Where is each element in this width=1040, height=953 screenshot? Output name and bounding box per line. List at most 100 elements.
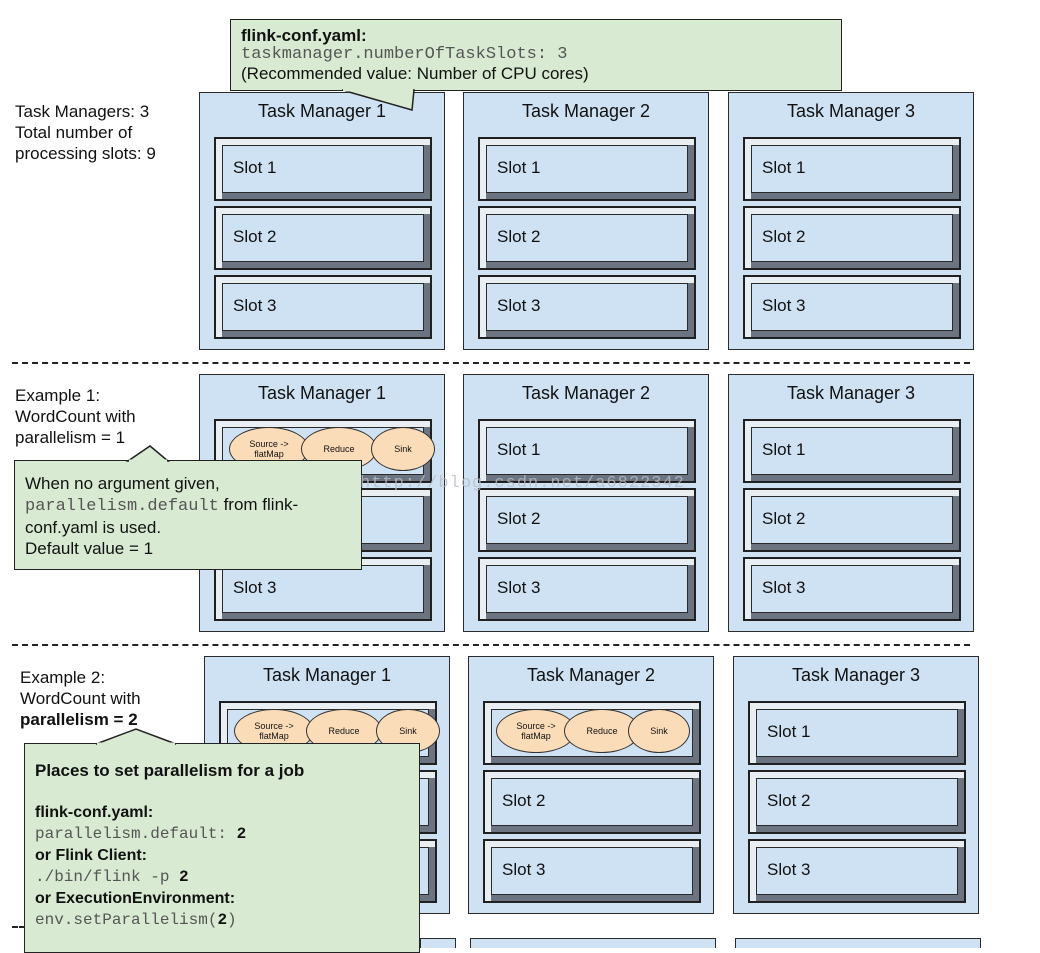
task-manager-title: Task Manager 2 (526, 665, 656, 685)
slot-label: Slot 2 (762, 509, 806, 528)
section-divider (12, 926, 32, 928)
slot-label: Slot 3 (233, 578, 277, 597)
slot-3: Slot 3 (478, 275, 696, 339)
callout-conf-line: parallelism.default: 2 (35, 823, 409, 845)
slot-2: Slot 2 (483, 770, 701, 834)
slot-label: Slot 3 (497, 578, 541, 597)
s2-task-manager-3: Task Manager 3 Slot 1 Slot 2 Slot 3 (728, 374, 974, 632)
config-callout-code: taskmanager.numberOfTaskSlots: 3 (241, 45, 568, 64)
slot-3: Slot 3 (483, 839, 701, 903)
callout-env-line: env.setParallelism(2) (35, 909, 409, 931)
slot-1: Slot 1 (748, 701, 966, 765)
s1-task-manager-3: Task Manager 3 Slot 1 Slot 2 Slot 3 (728, 92, 974, 350)
slot-label: Slot 3 (233, 296, 277, 315)
sink-operator: Sink (628, 709, 690, 753)
slot-3: Slot 3 (478, 557, 696, 621)
callout-client-label: or Flink Client: (35, 847, 147, 864)
s2-task-manager-2: Task Manager 2 Slot 1 Slot 2 Slot 3 (463, 374, 709, 632)
config-callout-title: flink-conf.yaml: (241, 26, 367, 45)
task-manager-title: Task Manager 3 (786, 101, 916, 121)
callout-line: Default value = 1 (25, 539, 154, 558)
callout-conf-label: flink-conf.yaml: (35, 804, 154, 821)
slot-label: Slot 1 (233, 158, 277, 177)
slot-3: Slot 3 (743, 557, 961, 621)
callout-env-code: env.setParallelism( (35, 911, 218, 929)
source-flatmap-operator: Source -> flatMap (496, 709, 576, 753)
example-2-callout: Places to set parallelism for a job flin… (24, 743, 420, 953)
slot-3: Slot 3 (743, 275, 961, 339)
slot-label: Slot 2 (767, 791, 811, 810)
slot-2: Slot 2 (743, 206, 961, 270)
slot-1: Slot 1 (743, 137, 961, 201)
slot-label: Slot 2 (502, 791, 546, 810)
next-row-box-partial (735, 938, 981, 948)
slot-label: Slot 3 (767, 860, 811, 879)
slot-label: Slot 1 (762, 440, 806, 459)
example-2-label: Example 2: WordCount with parallelism = … (20, 667, 141, 730)
task-managers-summary: Task Managers: 3 Total number of process… (15, 101, 156, 164)
slot-label: Slot 2 (762, 227, 806, 246)
slot-1: Slot 1 (478, 137, 696, 201)
summary-line: processing slots: 9 (15, 144, 156, 163)
callout-client-line: ./bin/flink -p 2 (35, 866, 409, 888)
slot-1: Source -> flatMap Reduce Sink (483, 701, 701, 765)
task-manager-title: Task Manager 3 (786, 383, 916, 403)
slot-1: Slot 1 (743, 419, 961, 483)
next-row-box-partial (470, 938, 716, 948)
slot-label: Slot 1 (762, 158, 806, 177)
slot-label: Slot 3 (497, 296, 541, 315)
callout-conf-code: parallelism.default: (35, 825, 237, 843)
callout-conf-value: 2 (236, 825, 247, 843)
summary-line: Task Managers: 3 (15, 102, 150, 121)
callout-env-label: or ExecutionEnvironment: (35, 890, 236, 907)
callout-line: parallelism.default from flink- (25, 494, 351, 517)
example-2-line: WordCount with (20, 689, 141, 708)
example-2-callout-pointer (95, 728, 177, 745)
example-2-parallelism: parallelism = 2 (20, 710, 138, 729)
slot-label: Slot 1 (767, 722, 811, 741)
example-1-callout-pointer (125, 445, 171, 462)
slot-label: Slot 2 (233, 227, 277, 246)
section-divider (12, 644, 970, 646)
slot-label: Slot 3 (762, 296, 806, 315)
reduce-operator: Reduce (564, 709, 640, 753)
callout-client-code: ./bin/flink -p (35, 868, 180, 886)
slot-2: Slot 2 (743, 488, 961, 552)
task-manager-title: Task Manager 1 (257, 383, 387, 403)
config-callout: flink-conf.yaml: taskmanager.numberOfTas… (230, 19, 842, 91)
slot-label: Slot 1 (497, 440, 541, 459)
slot-2: Slot 2 (478, 206, 696, 270)
task-manager-title: Task Manager 2 (521, 383, 651, 403)
slot-2: Slot 2 (478, 488, 696, 552)
slot-label: Slot 2 (497, 227, 541, 246)
slot-label: Slot 3 (502, 860, 546, 879)
example-1-line: parallelism = 1 (15, 428, 126, 447)
task-manager-title: Task Manager 1 (262, 665, 392, 685)
slot-label: Slot 3 (762, 578, 806, 597)
example-1-callout: When no argument given, parallelism.defa… (14, 460, 362, 570)
callout-env-value: 2 (217, 911, 228, 929)
s3-task-manager-3: Task Manager 3 Slot 1 Slot 2 Slot 3 (733, 656, 979, 914)
task-manager-title: Task Manager 1 (257, 101, 387, 121)
example-1-line: WordCount with (15, 407, 136, 426)
slot-3: Slot 3 (748, 839, 966, 903)
slot-1: Slot 1 (478, 419, 696, 483)
callout-env-code-end: ) (227, 911, 237, 929)
watermark: http://blog.csdn.net/a6822342 (360, 474, 685, 493)
next-row-box-partial (420, 938, 456, 948)
example-1-label: Example 1: WordCount with parallelism = … (15, 385, 136, 448)
callout-line: When no argument given, (25, 474, 220, 493)
example-1-line: Example 1: (15, 386, 101, 405)
summary-line: Total number of (15, 123, 133, 142)
operator-chain: Source -> flatMap Reduce Sink (484, 702, 700, 764)
slot-label: Slot 1 (497, 158, 541, 177)
callout-text: from flink- (218, 495, 299, 514)
task-manager-title: Task Manager 2 (521, 101, 651, 121)
sink-operator: Sink (371, 427, 435, 471)
slot-3: Slot 3 (214, 275, 432, 339)
config-callout-note: (Recommended value: Number of CPU cores) (241, 64, 589, 83)
s1-task-manager-2: Task Manager 2 Slot 1 Slot 2 Slot 3 (463, 92, 709, 350)
slot-2: Slot 2 (214, 206, 432, 270)
callout-heading: Places to set parallelism for a job (35, 761, 305, 780)
slot-1: Slot 1 (214, 137, 432, 201)
